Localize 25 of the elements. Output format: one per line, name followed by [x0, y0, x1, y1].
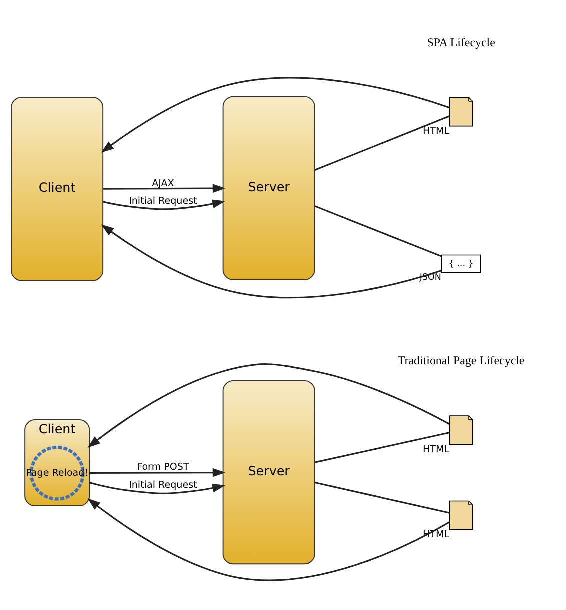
connector [314, 482, 450, 514]
connector [314, 116, 450, 172]
node-label: HTML [422, 126, 450, 137]
node-box: Server [222, 96, 316, 280]
connector [314, 432, 450, 464]
node-box: Server [222, 380, 316, 565]
arrow [103, 184, 226, 194]
arrow [103, 200, 226, 210]
arrow [101, 77, 450, 153]
label: Traditional Page Lifecycle [398, 354, 525, 368]
arrow [88, 498, 450, 582]
connector [314, 206, 442, 258]
arrow [88, 364, 450, 448]
edge-label: Form POST [137, 462, 190, 473]
node-box: { ... } [441, 254, 482, 274]
edge-label: Initial Request [129, 196, 198, 207]
arrow [101, 224, 442, 299]
edge-label: AJAX [152, 178, 174, 190]
arrow [89, 482, 226, 494]
arrow [90, 468, 226, 478]
node-circle: Page Reload! [30, 446, 85, 501]
node-box: Client [11, 97, 104, 282]
label: SPA Lifecycle [427, 35, 496, 50]
edge-label: Initial Request [129, 480, 198, 492]
node-label: HTML [422, 444, 450, 456]
